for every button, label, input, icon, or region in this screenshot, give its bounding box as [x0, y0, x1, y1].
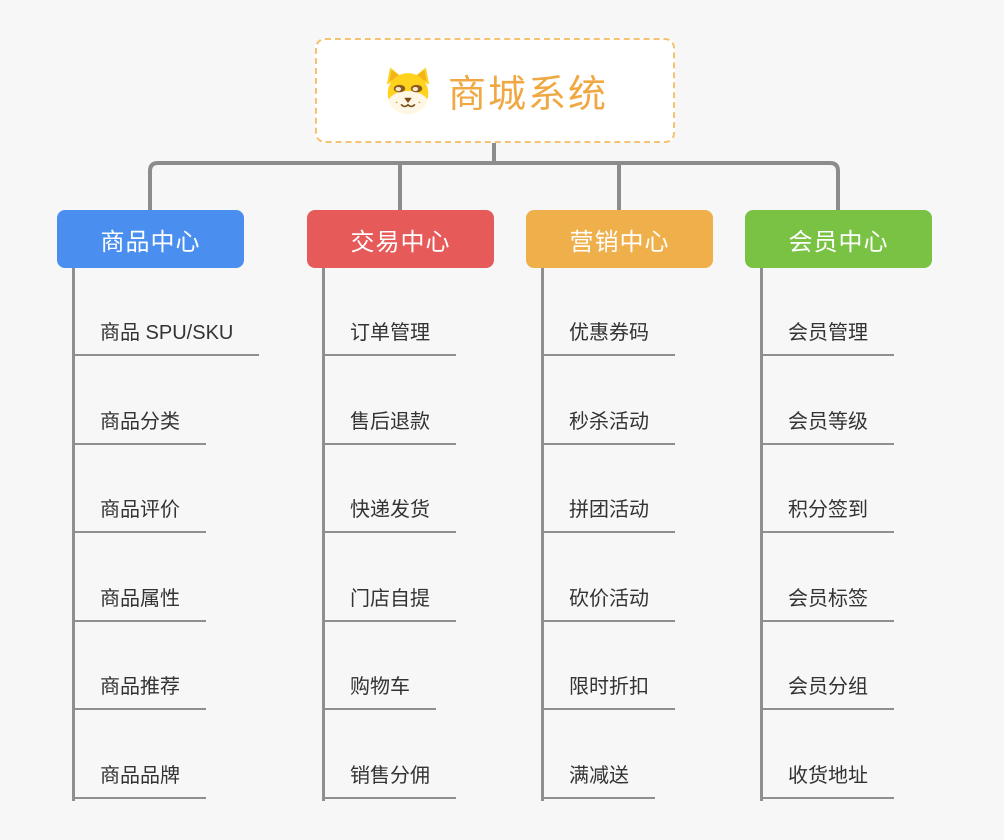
- subtopic-node[interactable]: 限时折扣: [541, 668, 675, 710]
- branch-column: 营销中心 优惠券码秒杀活动拼团活动砍价活动限时折扣满减送: [526, 210, 776, 810]
- subtopic-node[interactable]: 砍价活动: [541, 580, 675, 622]
- branch-column: 交易中心 订单管理售后退款快递发货门店自提购物车销售分佣: [307, 210, 557, 810]
- branch-trunk-line: [760, 268, 763, 801]
- subtopic-node[interactable]: 会员管理: [760, 314, 894, 356]
- subtopic-node[interactable]: 优惠券码: [541, 314, 675, 356]
- branch-trunk-line: [541, 268, 544, 801]
- doge-face-icon: [386, 66, 430, 114]
- subtopic-node[interactable]: 收货地址: [760, 757, 894, 799]
- subtopic-node[interactable]: 订单管理: [322, 314, 456, 356]
- branch-column: 会员中心 会员管理会员等级积分签到会员标签会员分组收货地址: [745, 210, 995, 810]
- branch-topic-node[interactable]: 商品中心: [57, 210, 244, 268]
- subtopic-node[interactable]: 会员分组: [760, 668, 894, 710]
- subtopic-node[interactable]: 商品品牌: [72, 757, 206, 799]
- subtopic-node[interactable]: 售后退款: [322, 403, 456, 445]
- subtopic-node[interactable]: 满减送: [541, 757, 655, 799]
- branch-topic-label: 商品中心: [100, 228, 201, 256]
- branch-topic-label: 会员中心: [788, 228, 889, 256]
- branch-column: 商品中心 商品 SPU/SKU 商品分类商品评价商品属性商品推荐商品品牌: [57, 210, 307, 810]
- branch-topic-label: 营销中心: [569, 228, 670, 256]
- branch-trunk-line: [72, 268, 75, 801]
- branch-topic-node[interactable]: 营销中心: [526, 210, 713, 268]
- subtopic-node[interactable]: 商品分类: [72, 403, 206, 445]
- root-topic-label: 商城系统: [447, 74, 608, 116]
- branch-trunk-line: [322, 268, 325, 801]
- subtopic-node[interactable]: 销售分佣: [322, 757, 456, 799]
- subtopic-node[interactable]: 积分签到: [760, 491, 894, 533]
- root-topic-node[interactable]: 商城系统: [315, 38, 675, 143]
- subtopic-node[interactable]: 购物车: [322, 668, 436, 710]
- subtopic-node[interactable]: 快递发货: [322, 491, 456, 533]
- branch-topic-node[interactable]: 会员中心: [745, 210, 932, 268]
- subtopic-node[interactable]: 秒杀活动: [541, 403, 675, 445]
- subtopic-node[interactable]: 商品 SPU/SKU: [72, 314, 260, 356]
- subtopic-node[interactable]: 会员标签: [760, 580, 894, 622]
- subtopic-node[interactable]: 商品推荐: [72, 668, 206, 710]
- subtopic-node[interactable]: 拼团活动: [541, 491, 675, 533]
- branch-topic-node[interactable]: 交易中心: [307, 210, 494, 268]
- subtopic-node[interactable]: 商品属性: [72, 580, 206, 622]
- subtopic-node[interactable]: 商品评价: [72, 491, 206, 533]
- subtopic-node[interactable]: 会员等级: [760, 403, 894, 445]
- branch-topic-label: 交易中心: [350, 228, 451, 256]
- subtopic-node[interactable]: 门店自提: [322, 580, 456, 622]
- branch-connector-lines: [148, 143, 840, 210]
